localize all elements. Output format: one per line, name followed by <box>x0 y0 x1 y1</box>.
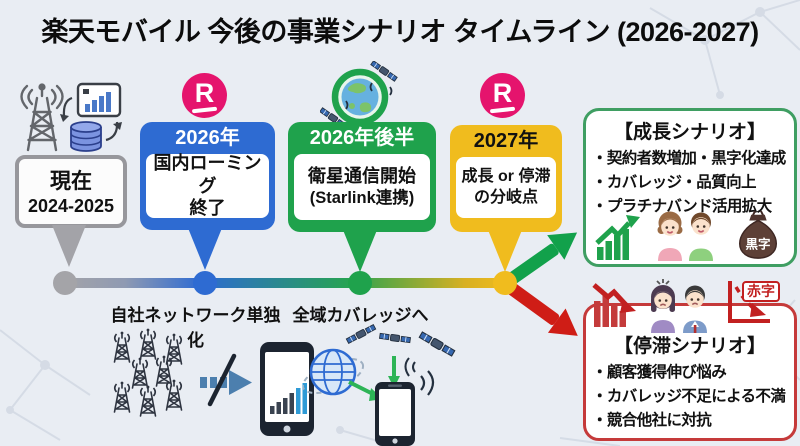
stage-2026late-line1: 衛星通信開始 <box>308 165 416 186</box>
money-bag-icon: 黒字 <box>738 210 778 259</box>
stage-2027-line2: の分岐点 <box>473 188 538 206</box>
satellite-coverage-icons <box>303 323 456 446</box>
stagnation-bullet: ・顧客獲得伸び悩み <box>592 364 727 381</box>
stagnation-scenario-title: 【停滞シナリオ】 <box>613 336 766 357</box>
stage-2027-body: 成長 or 停滞 の分岐点 <box>456 157 556 218</box>
timeline-dot-current <box>53 271 77 295</box>
growth-bullet: ・契約者数増加・黒字化達成 <box>592 150 786 167</box>
stage-2026late-body: 衛星通信開始 (Starlink連携) <box>294 154 430 220</box>
stage-2027-year: 2027年 <box>473 130 539 152</box>
stagnation-scenario-card: 赤字 【停滞シナリオ】 ・顧客獲得伸び悩み ・カバレッジ不足による不満 ・競合他… <box>583 279 797 441</box>
satellite-icon <box>418 330 456 358</box>
growth-scenario-title: 【成長シナリオ】 <box>613 122 766 143</box>
growth-scenario-card: 【成長シナリオ】 ・契約者数増加・黒字化達成 ・カバレッジ・品質向上 ・プラチナ… <box>583 108 797 267</box>
stage-2026late-line2: (Starlink連携) <box>309 188 415 207</box>
satellite-icon <box>378 332 412 344</box>
happy-customers-icon <box>657 211 713 261</box>
satellite-earth-icon <box>320 61 398 129</box>
rakuten-logo-icon: R <box>480 73 525 118</box>
stage-2026-line1: 国内ローミング <box>153 153 262 196</box>
growth-chart-icon <box>595 215 640 260</box>
own-network-icons <box>113 327 314 436</box>
phone-signal-icon <box>260 342 314 436</box>
annotation-full-coverage: 全域カバレッジへ <box>292 306 429 325</box>
growth-icons-row: 黒字 <box>586 205 794 261</box>
stage-2027-box: 2027年 成長 or 停滞 の分岐点 <box>450 125 562 232</box>
stage-2026late-year: 2026年後半 <box>309 127 415 149</box>
stagnation-bullet: ・競合他社に対抗 <box>592 412 712 429</box>
stage-current-box: 現在 2024-2025 <box>15 155 127 228</box>
globe-icon <box>309 348 357 396</box>
stagnation-icons-row <box>590 279 772 333</box>
growth-bullet: ・プラチナバンド活用拡大 <box>592 198 772 215</box>
current-network-icon <box>20 82 122 152</box>
stage-2027-line1: 成長 or 停滞 <box>461 167 551 185</box>
stage-current-years: 2024-2025 <box>27 196 115 216</box>
timeline-dot-2027 <box>493 271 517 295</box>
worried-customers-icon <box>651 279 707 333</box>
timeline-dot-2026 <box>193 271 217 295</box>
timeline-dot-2026late <box>348 271 372 295</box>
stage-2026-line2: 終了 <box>189 198 226 219</box>
timeline-line <box>62 278 510 288</box>
moneybag-label: 黒字 <box>745 236 770 251</box>
stage-current-title: 現在 <box>50 170 92 193</box>
stage-2026-year: 2026年 <box>175 127 240 149</box>
annotation-own-network: 自社ネットワーク単独化 <box>110 306 281 350</box>
growth-bullet: ・カバレッジ・品質向上 <box>592 174 757 191</box>
rakuten-logo-letter: R <box>492 78 513 108</box>
page-title: 楽天モバイル 今後の事業シナリオ タイムライン (2026-2027) <box>41 17 759 47</box>
rakuten-logo-icon: R <box>182 73 227 118</box>
rakuten-logo-letter: R <box>194 78 215 108</box>
stage-2026-body: 国内ローミング 終了 <box>146 153 269 219</box>
phone-icon <box>375 382 415 446</box>
stage-2026late-box: 2026年後半 衛星通信開始 (Starlink連携) <box>288 122 436 232</box>
decline-chart-icon <box>592 283 636 327</box>
stagnation-bullet: ・カバレッジ不足による不満 <box>592 388 786 405</box>
stage-2026-box: 2026年 国内ローミング 終了 <box>140 122 275 230</box>
satellite-icon <box>345 323 377 345</box>
no-roaming-arrow-icon <box>200 353 252 407</box>
deficit-badge: 赤字 <box>742 281 780 302</box>
